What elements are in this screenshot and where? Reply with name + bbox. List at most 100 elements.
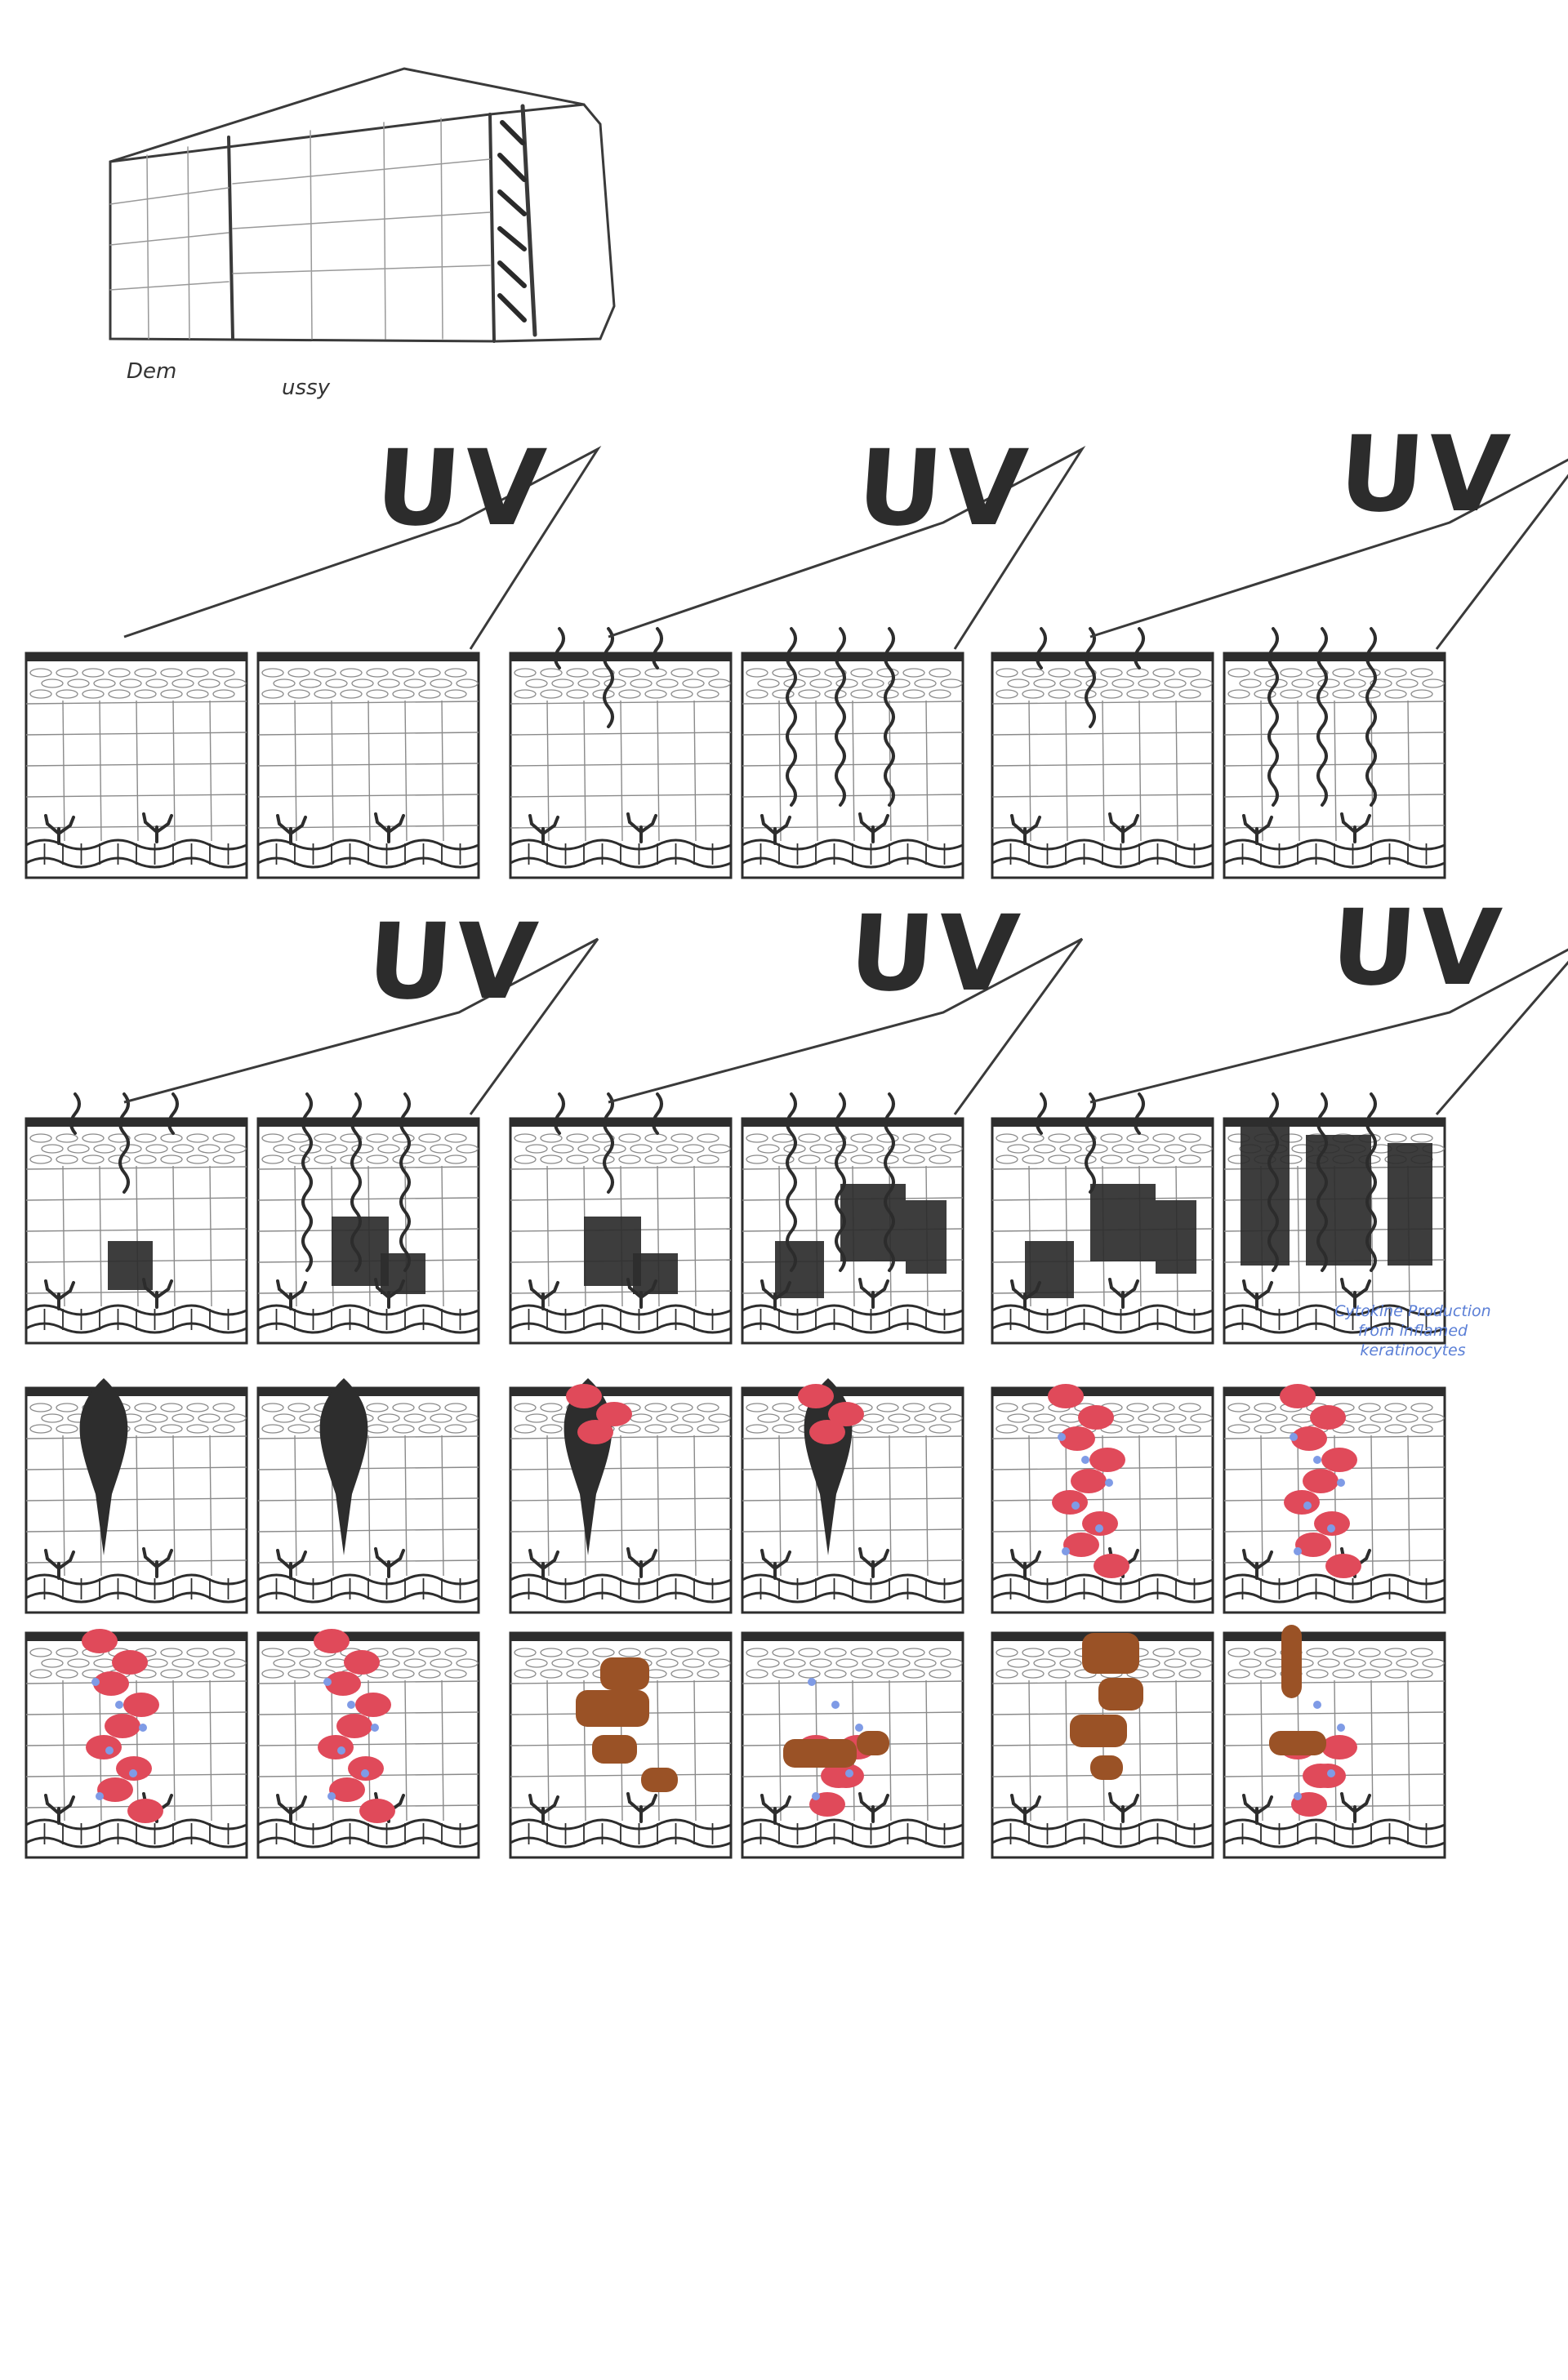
dermis-line (991, 1804, 1214, 1808)
epidermis-cell (430, 1144, 452, 1154)
dermis-line (209, 1679, 212, 1822)
inflammation-cell (1303, 1469, 1339, 1493)
immune-cell (371, 1724, 379, 1732)
immune-cell (1294, 1792, 1302, 1800)
epidermis-cell (67, 1144, 90, 1154)
epidermis-cell (525, 678, 548, 688)
epidermis-cell (1190, 1144, 1213, 1154)
dermis-line (991, 1497, 1214, 1501)
melanocyte (142, 812, 173, 843)
epidermis-cell (186, 1424, 209, 1434)
epidermis-cell (525, 1658, 548, 1668)
stratum-corneum (742, 1388, 963, 1396)
epidermis-cell (287, 1154, 310, 1164)
dermis-line (1260, 1679, 1263, 1822)
epidermis-cell (1126, 1403, 1149, 1412)
immune-cell (845, 1769, 853, 1777)
dermis-line (778, 700, 782, 842)
inflammation-cell (1094, 1554, 1129, 1578)
dermis-line (510, 1559, 732, 1564)
dermis-line (257, 1528, 479, 1533)
box-label-left: Dem (127, 359, 177, 384)
epidermis-cell (1178, 1424, 1201, 1434)
note-line: Cytokine Production (1334, 1302, 1491, 1320)
dermis-line (1334, 700, 1337, 842)
epidermis-cell (902, 1669, 925, 1679)
skin-panel (741, 1631, 964, 1859)
epidermis-cell (134, 1403, 157, 1412)
epidermis-cell (876, 668, 899, 678)
dermis-line (294, 1165, 297, 1307)
melanocyte (44, 1794, 75, 1825)
epidermis-cell (145, 678, 168, 688)
uv-ray (603, 1092, 614, 1194)
immune-cell (1294, 1547, 1302, 1555)
immune-cell (337, 1746, 345, 1755)
cytokine-note: Cytokine Production from inflamed kerati… (1327, 1302, 1499, 1360)
epidermis-cell (1138, 1144, 1160, 1154)
epidermis-cell (697, 1133, 719, 1143)
melanocyte (1340, 812, 1371, 843)
melanocyte (858, 1792, 889, 1823)
dermis-line (25, 825, 247, 829)
epidermis-cell (1126, 1424, 1149, 1434)
dermis-line (925, 700, 929, 842)
epidermis-cell (1074, 1133, 1097, 1143)
dermis-line (368, 700, 371, 842)
epidermis-cell (618, 1424, 641, 1434)
inflammation-cell (314, 1629, 350, 1653)
stratum-corneum (1224, 1633, 1445, 1641)
stratum-corneum (258, 1388, 479, 1396)
dermis-line (620, 700, 623, 842)
epidermis-cell (1022, 1424, 1045, 1434)
uv-ray (835, 1092, 846, 1272)
dermis-line (1370, 1435, 1374, 1577)
epidermis-cell (456, 678, 479, 688)
epidermis-cell (850, 1133, 873, 1143)
inflammation-cell (596, 1402, 632, 1426)
epidermis-cell (186, 1133, 209, 1143)
epidermis-cell (212, 1154, 235, 1164)
inflammation-cell (93, 1671, 129, 1696)
epidermis-cell (1343, 678, 1366, 688)
stratum-corneum (992, 1388, 1213, 1396)
uv-beam (123, 446, 602, 650)
epidermis-cell (618, 1133, 641, 1143)
epidermis-cell (160, 1648, 183, 1657)
uv-ray (554, 1092, 565, 1135)
epidermis-cell (888, 1144, 911, 1154)
uv-ray (884, 627, 895, 807)
epidermis-cell (566, 668, 589, 678)
epidermis-cell (824, 1669, 847, 1679)
melanocyte (858, 1547, 889, 1578)
epidermis-cell (82, 1133, 105, 1143)
uv-ray (1316, 627, 1328, 807)
damage-block (1388, 1143, 1432, 1266)
melanocyte (44, 814, 75, 845)
epidermis-cell (41, 1658, 64, 1668)
dermis-line (742, 1497, 964, 1501)
epidermis-cell (56, 1403, 78, 1412)
epidermis-cell (1164, 1144, 1187, 1154)
epidermis-cell (566, 1669, 589, 1679)
epidermis-cell (186, 1648, 209, 1657)
epidermis-cell (212, 689, 235, 699)
epidermis-cell (670, 1648, 693, 1657)
epidermis-cell (325, 1144, 348, 1154)
epidermis-cell (366, 1154, 389, 1164)
epidermis-cell (1358, 668, 1381, 678)
epidermis-cell (577, 678, 600, 688)
epidermis-cell (746, 1648, 768, 1657)
epidermis-cell (1022, 1669, 1045, 1679)
uv-beam (1089, 458, 1568, 650)
skin-panel (24, 1629, 248, 1859)
epidermis-cell (145, 1144, 168, 1154)
box-divider-left (227, 136, 234, 340)
epidermis-cell (119, 678, 142, 688)
epidermis-cell (56, 668, 78, 678)
epidermis-cell (1422, 1413, 1445, 1423)
epidermis-cell (1317, 678, 1340, 688)
dermis-line (1102, 700, 1105, 842)
epidermis-cell (996, 1154, 1018, 1164)
stratum-corneum (742, 653, 963, 661)
